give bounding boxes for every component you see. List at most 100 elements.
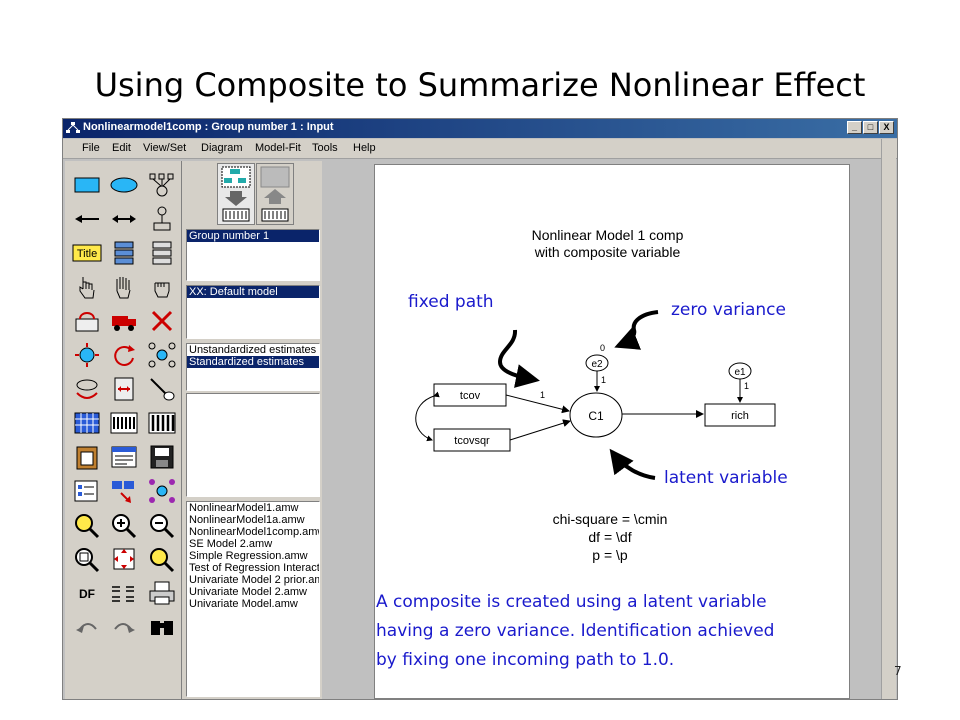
toolbox: Title <box>65 161 182 699</box>
file-item[interactable]: NonlinearModel1.amw <box>189 502 299 514</box>
zero-variance-annotation: zero variance <box>671 300 786 320</box>
menu-edit[interactable]: Edit <box>112 142 131 154</box>
vertical-scrollbar[interactable] <box>881 139 896 699</box>
df-line: df = \df <box>588 529 632 545</box>
zoom-page-icon[interactable] <box>72 545 102 573</box>
view-input-button[interactable] <box>217 163 255 225</box>
menu-file[interactable]: File <box>82 142 100 154</box>
menu-model-fit[interactable]: Model-Fit <box>255 142 301 154</box>
copy-to-clipboard-icon[interactable] <box>72 443 102 471</box>
zoom-out-icon[interactable] <box>147 511 177 539</box>
preserve-symmetries-icon[interactable] <box>147 477 177 505</box>
file-item[interactable]: Univariate Model 2.amw <box>189 586 307 598</box>
view-output-icon <box>260 166 290 222</box>
diagram-title: Nonlinear Model 1 comp with composite va… <box>500 227 715 261</box>
zoom-in-icon[interactable] <box>109 511 139 539</box>
title-tool-label: Title <box>77 248 97 260</box>
copy-object-icon[interactable] <box>72 307 102 335</box>
menu-bar: File Edit View/Set Diagram Model-Fit Too… <box>63 139 897 159</box>
file-item[interactable]: Univariate Model 2 prior.amw <box>189 574 320 586</box>
side-panel: Group number 1 XX: Default model Unstand… <box>182 161 322 699</box>
maximize-button[interactable]: □ <box>863 121 878 134</box>
window-title: Nonlinearmodel1comp : Group number 1 : I… <box>83 121 334 133</box>
print-icon[interactable] <box>147 579 177 607</box>
select-one-hand-icon[interactable] <box>72 273 102 301</box>
p-line: p = \p <box>592 547 628 563</box>
reflect-indicators-icon[interactable] <box>147 341 177 369</box>
draw-covariance-icon[interactable] <box>109 205 139 233</box>
estimates-list: Unstandardized estimates Standardized es… <box>186 343 320 391</box>
fixed-path-annotation: fixed path <box>408 292 494 312</box>
scroll-diagram-icon[interactable] <box>109 375 139 403</box>
touch-up-icon[interactable] <box>147 375 177 403</box>
diagram-title-line2: with composite variable <box>534 244 681 260</box>
menu-tools[interactable]: Tools <box>312 142 338 154</box>
models-list: XX: Default model <box>186 285 320 339</box>
draw-path-icon[interactable] <box>72 205 102 233</box>
caption-line1: A composite is created using a latent va… <box>376 592 767 612</box>
empty-list <box>186 393 320 497</box>
file-item[interactable]: NonlinearModel1comp.amw <box>189 526 320 538</box>
drag-properties-icon[interactable] <box>109 477 139 505</box>
move-parameter-icon[interactable] <box>72 375 102 403</box>
df-tool-label: DF <box>79 587 95 601</box>
diagram-title-line1: Nonlinear Model 1 comp <box>531 227 684 243</box>
unique-variable-icon[interactable] <box>147 205 177 233</box>
save-icon[interactable] <box>147 443 177 471</box>
view-text-icon[interactable] <box>109 443 139 471</box>
list-variables-dataset-icon[interactable] <box>147 239 177 267</box>
close-button[interactable]: X <box>879 121 894 134</box>
model-item[interactable]: XX: Default model <box>187 286 319 298</box>
calculate-estimates-icon[interactable] <box>147 409 177 437</box>
change-shape-icon[interactable] <box>72 341 102 369</box>
files-list: NonlinearModel1.amw NonlinearModel1a.amw… <box>186 501 320 697</box>
view-input-icon <box>221 166 251 222</box>
groups-list: Group number 1 <box>186 229 320 281</box>
move-object-icon[interactable] <box>109 307 139 335</box>
unstandardized-estimates-item[interactable]: Unstandardized estimates <box>189 344 317 356</box>
menu-diagram[interactable]: Diagram <box>201 142 243 154</box>
minimize-button[interactable]: _ <box>847 121 862 134</box>
latent-variable-annotation: latent variable <box>664 468 788 488</box>
specification-search-icon[interactable] <box>109 579 139 607</box>
list-variables-model-icon[interactable] <box>109 239 139 267</box>
amos-window: Nonlinearmodel1comp : Group number 1 : I… <box>62 118 898 700</box>
draw-observed-variable-icon[interactable] <box>72 171 102 199</box>
analysis-properties-icon[interactable] <box>109 409 139 437</box>
menu-view-set[interactable]: View/Set <box>143 142 187 154</box>
select-all-hand-icon[interactable] <box>109 273 139 301</box>
caption-line2: having a zero variance. Identification a… <box>376 621 775 641</box>
undo-icon[interactable] <box>72 613 102 641</box>
menu-help[interactable]: Help <box>353 142 376 154</box>
rotate-indicators-icon[interactable] <box>109 341 139 369</box>
standardized-estimates-item[interactable]: Standardized estimates <box>187 356 319 368</box>
draw-indicator-icon[interactable] <box>147 171 177 199</box>
object-properties-icon[interactable] <box>72 477 102 505</box>
degrees-of-freedom-icon[interactable]: DF <box>72 579 102 607</box>
file-item[interactable]: Univariate Model.amw <box>189 598 298 610</box>
select-data-files-icon[interactable] <box>72 409 102 437</box>
zoom-select-icon[interactable] <box>72 511 102 539</box>
deselect-hand-icon[interactable] <box>147 273 177 301</box>
fit-statistics: chi-square = \cmin df = \df p = \p <box>510 510 710 564</box>
chi-square-line: chi-square = \cmin <box>552 511 668 527</box>
fit-to-page-icon[interactable] <box>109 545 139 573</box>
slide-title: Using Composite to Summarize Nonlinear E… <box>94 66 866 104</box>
binoculars-icon[interactable] <box>147 613 177 641</box>
file-item[interactable]: NonlinearModel1a.amw <box>189 514 305 526</box>
view-output-button[interactable] <box>256 163 294 225</box>
figure-caption-icon[interactable]: Title <box>72 239 102 267</box>
caption-line3: by fixing one incoming path to 1.0. <box>376 650 675 670</box>
file-item[interactable]: SE Model 2.amw <box>189 538 273 550</box>
file-item[interactable]: Simple Regression.amw <box>189 550 308 562</box>
redo-icon[interactable] <box>109 613 139 641</box>
erase-object-icon[interactable] <box>147 307 177 335</box>
file-item[interactable]: Test of Regression Interaction.amw <box>189 562 320 574</box>
caption-text: A composite is created using a latent va… <box>376 588 886 675</box>
app-icon <box>66 122 80 133</box>
loupe-icon[interactable] <box>147 545 177 573</box>
window-titlebar[interactable]: Nonlinearmodel1comp : Group number 1 : I… <box>63 119 897 138</box>
slide-number: 7 <box>894 664 902 678</box>
draw-latent-variable-icon[interactable] <box>109 171 139 199</box>
group-item[interactable]: Group number 1 <box>187 230 319 242</box>
